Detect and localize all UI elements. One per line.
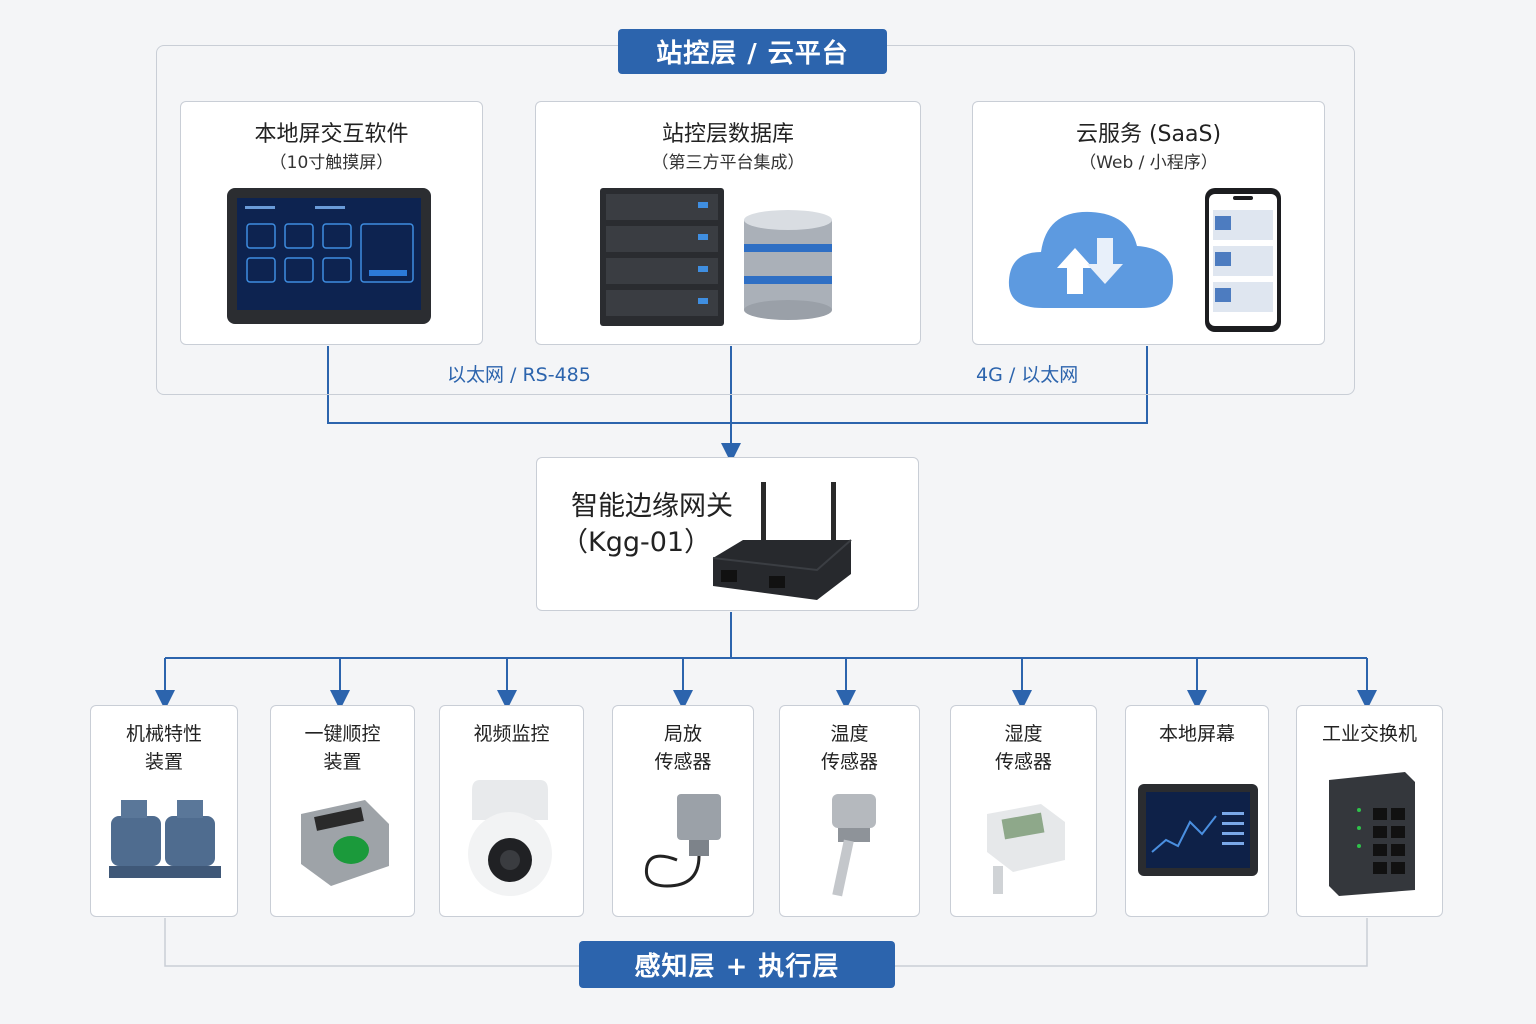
device-label-line1: 机械特性 — [125, 723, 202, 745]
gateway-model: （Kgg-01） — [561, 527, 712, 558]
server-rack-icon — [600, 188, 724, 326]
device-label-line2: 传感器 — [994, 751, 1052, 773]
device-label-line2: 传感器 — [820, 751, 878, 773]
push-button-box-icon — [301, 800, 389, 886]
device-video-monitoring: 视频监控 — [439, 705, 584, 917]
hmi-screen-icon — [1138, 784, 1258, 876]
card-subtitle: （10寸触摸屏） — [269, 153, 394, 173]
device-label-line1: 温度 — [830, 723, 869, 745]
device-label-line1: 局放 — [663, 723, 702, 745]
dome-camera-icon — [468, 780, 552, 896]
smartphone-icon — [1205, 188, 1281, 332]
cloud-sync-icon — [1008, 211, 1173, 308]
device-humidity-sensor: 湿度传感器 — [950, 705, 1097, 917]
device-label-line1: 本地屏幕 — [1158, 723, 1235, 745]
card-subtitle: （Web / 小程序） — [1079, 153, 1218, 173]
device-partial-discharge-sensor: 局放传感器 — [612, 705, 754, 917]
database-icon — [744, 210, 832, 320]
device-label-line1: 一键顺控 — [304, 723, 381, 745]
station-database-card: 站控层数据库 （第三方平台集成） — [535, 101, 921, 345]
link-label-ethernet-rs485: 以太网 / RS-485 — [447, 364, 591, 386]
gateway-title: 智能边缘网关 — [571, 491, 733, 522]
device-label-line1: 工业交换机 — [1321, 723, 1417, 745]
link-label-4g-ethernet: 4G / 以太网 — [976, 364, 1079, 386]
device-one-key-sequence: 一键顺控装置 — [270, 705, 415, 917]
card-title: 站控层数据库 — [661, 122, 794, 147]
tablet-icon — [227, 188, 431, 324]
device-local-screen: 本地屏幕 — [1125, 705, 1269, 917]
device-label-line1: 湿度 — [1004, 723, 1043, 745]
device-temperature-sensor: 温度传感器 — [779, 705, 920, 917]
motor-icon — [109, 800, 221, 878]
local-screen-software-card: 本地屏交互软件 （10寸触摸屏） — [180, 101, 483, 345]
gateway-router-icon — [712, 482, 852, 600]
temperature-probe-icon — [832, 794, 876, 897]
device-label-line1: 视频监控 — [473, 723, 550, 745]
card-title: 云服务 (SaaS) — [1075, 122, 1222, 147]
ethernet-switch-icon — [1329, 772, 1415, 896]
humidity-sensor-icon — [987, 804, 1065, 894]
card-subtitle: （第三方平台集成） — [651, 153, 805, 173]
device-label-line2: 传感器 — [654, 751, 712, 773]
device-industrial-switch: 工业交换机 — [1296, 705, 1443, 917]
device-mechanical-characteristic: 机械特性装置 — [90, 705, 238, 917]
sensing-execution-layer-badge: 感知层 + 执行层 — [579, 941, 895, 988]
station-layer-badge: 站控层 / 云平台 — [618, 29, 887, 74]
edge-gateway-card: 智能边缘网关 （Kgg-01） — [536, 457, 919, 611]
pd-sensor-icon — [644, 794, 721, 888]
card-title: 本地屏交互软件 — [254, 122, 409, 147]
device-label-line2: 装置 — [323, 751, 362, 773]
device-label-line2: 装置 — [144, 751, 183, 773]
cloud-service-card: 云服务 (SaaS) （Web / 小程序） — [972, 101, 1325, 345]
